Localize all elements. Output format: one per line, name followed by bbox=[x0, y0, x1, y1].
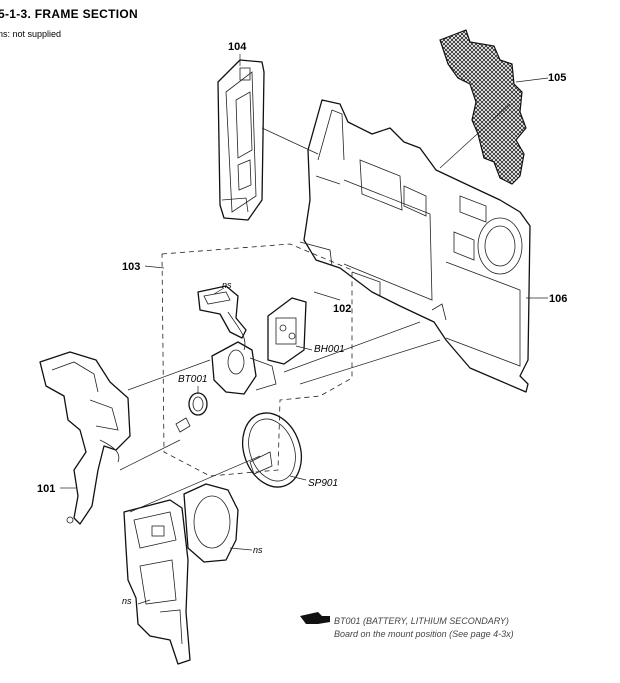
part-ns-lower-frame bbox=[123, 499, 191, 665]
label-104: 104 bbox=[228, 41, 247, 53]
label-ns-ring: ns bbox=[253, 545, 263, 555]
part-ns-switch-bracket bbox=[197, 285, 247, 339]
assembly-103-outline bbox=[161, 243, 353, 477]
part-104-bracket bbox=[217, 59, 265, 221]
part-bt001-coin-battery bbox=[175, 392, 208, 433]
part-bh001-battery-holder bbox=[267, 297, 307, 365]
leader-lines bbox=[60, 54, 549, 605]
label-103: 103 bbox=[122, 261, 140, 273]
label-105: 105 bbox=[548, 72, 566, 84]
label-ns-switch: ns bbox=[222, 280, 232, 290]
note-line-1: BT001 (BATTERY, LITHIUM SECONDARY) bbox=[334, 616, 509, 626]
pointing-hand-icon bbox=[300, 612, 330, 624]
part-106-main-frame bbox=[299, 99, 531, 393]
label-102: 102 bbox=[333, 303, 351, 315]
part-coil-assembly bbox=[211, 311, 277, 395]
note-block: BT001 (BATTERY, LITHIUM SECONDARY) Board… bbox=[300, 612, 514, 639]
part-105-shield-sheet bbox=[439, 29, 527, 185]
label-ns-frame: ns bbox=[122, 596, 132, 606]
part-101-bracket bbox=[39, 351, 131, 525]
not-supplied-legend: ns: not supplied bbox=[0, 29, 62, 39]
label-bh001: BH001 bbox=[314, 344, 345, 355]
part-sp901-ring bbox=[242, 412, 302, 488]
part-ns-ring-plate bbox=[183, 483, 239, 563]
label-101: 101 bbox=[37, 483, 55, 495]
note-line-2: Board on the mount position (See page 4-… bbox=[334, 629, 514, 639]
section-title: 5-1-3. FRAME SECTION bbox=[0, 7, 139, 21]
label-106: 106 bbox=[549, 293, 567, 305]
label-sp901: SP901 bbox=[308, 478, 338, 489]
label-bt001: BT001 bbox=[178, 374, 207, 385]
